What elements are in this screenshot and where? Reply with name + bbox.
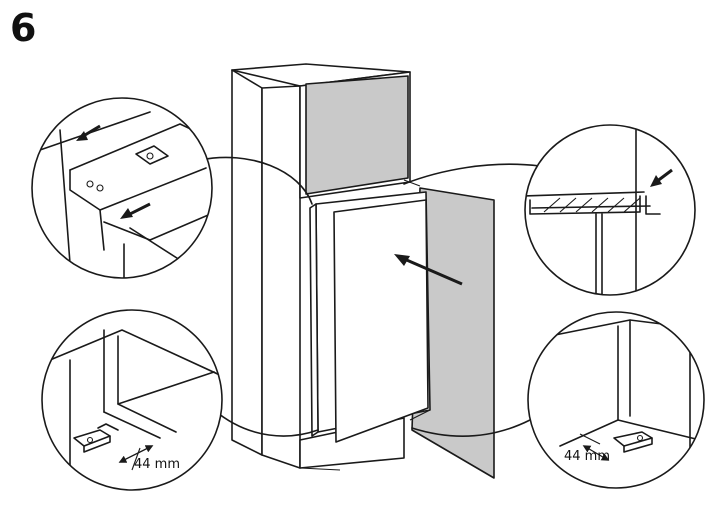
callout-lines [199, 156, 541, 437]
double-arrow-icon [118, 445, 154, 463]
double-arrow-icon [582, 445, 610, 461]
detail-top-left [31, 97, 213, 279]
arrow-icon [76, 124, 101, 141]
dimension-left: 44 mm [134, 457, 180, 472]
dimension-right: 44 mm [564, 449, 610, 464]
arrow-icon [120, 202, 151, 219]
push-arrow-icon [394, 254, 463, 286]
arrow-icon [650, 168, 673, 187]
detail-bottom-left: 44 mm [41, 309, 223, 491]
step-number: 6 [10, 6, 37, 50]
upper-door [305, 75, 409, 195]
detail-top-right [524, 124, 696, 296]
appliance-body [309, 179, 431, 443]
detail-bottom-right: 44 mm [527, 311, 705, 489]
